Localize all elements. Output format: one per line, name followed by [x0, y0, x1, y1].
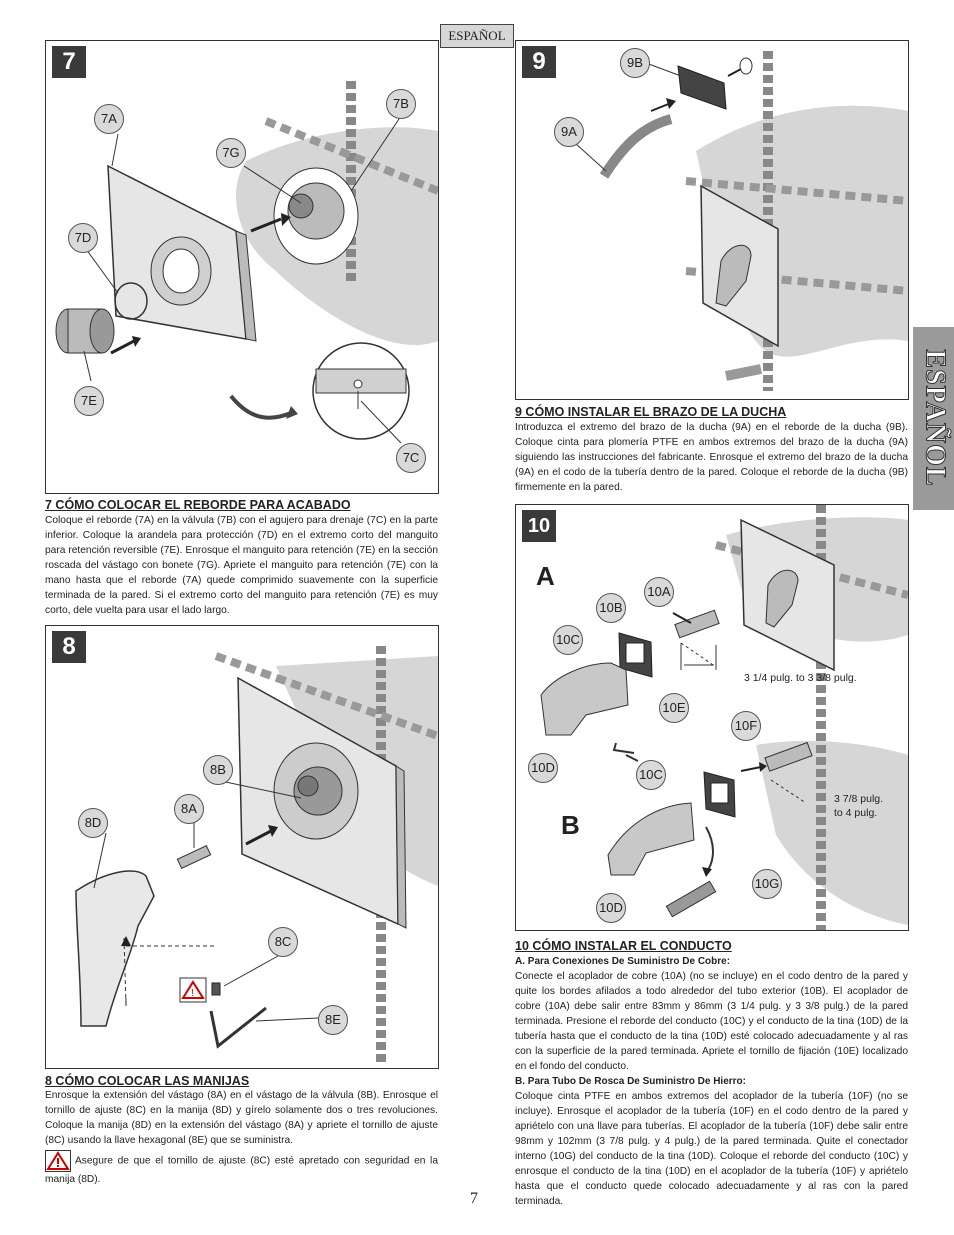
callout-8e: 8E	[318, 1005, 348, 1035]
section-b-label: B	[561, 810, 580, 840]
step10-drawing	[540, 505, 908, 930]
step10-sub-a: A. Para Conexiones De Suministro De Cobr…	[515, 956, 731, 967]
warning-icon	[45, 1150, 71, 1172]
step9-drawing	[575, 51, 908, 391]
language-tag: ESPAÑOL	[440, 24, 514, 48]
callout-7g: 7G	[216, 138, 246, 168]
callout-9a: 9A	[554, 117, 584, 147]
callout-8d: 8D	[78, 808, 108, 838]
step7-text: Coloque el reborde (7A) en la válvula (7…	[45, 515, 438, 616]
dimension-a: 3 1/4 pulg. to 3 3/8 pulg.	[744, 672, 857, 684]
step9-title: 9 CÓMO INSTALAR EL BRAZO DE LA DUCHA	[515, 405, 787, 419]
step10-sub-b: B. Para Tubo De Rosca De Suministro De H…	[515, 1076, 746, 1087]
callout-10e: 10E	[659, 693, 689, 723]
step7-title: 7 CÓMO COLOCAR EL REBORDE PARA ACABADO	[45, 498, 351, 512]
callout-10d-b: 10D	[596, 893, 626, 923]
step9-illustration: 9 9B 9A	[515, 40, 909, 400]
step10-text-b: Coloque cinta PTFE en ambos extremos del…	[515, 1091, 908, 1207]
step8-title: 8 CÓMO COLOCAR LAS MANIJAS	[45, 1074, 250, 1088]
step9-number: 9	[522, 46, 556, 78]
step10-text: A. Para Conexiones De Suministro De Cobr…	[515, 954, 908, 1209]
svg-text:!: !	[191, 988, 194, 999]
callout-10a: 10A	[644, 577, 674, 607]
section-a-label: A	[536, 561, 555, 591]
step7-drawing	[55, 81, 438, 444]
step10-text-a: Conecte el acoplador de cobre (10A) (no …	[515, 971, 908, 1072]
step8-text: Enrosque la extensión del vástago (8A) e…	[45, 1090, 438, 1146]
step10-illustration: 10 A B 10A 10B 10C 10E 10F 10D	[515, 504, 909, 931]
step10-number: 10	[522, 510, 556, 542]
dimension-b-2: to 4 pulg.	[834, 807, 878, 819]
side-tab-label: ESPAÑOL	[919, 349, 951, 487]
step8-illustration: 8 ! 8B 8A 8D 8C 8E	[45, 625, 439, 1069]
dimension-b-1: 3 7/8 pulg.	[834, 793, 884, 805]
step8-number: 8	[52, 631, 86, 663]
callout-7d: 7D	[68, 223, 98, 253]
callout-7a: 7A	[94, 104, 124, 134]
callout-10g: 10G	[752, 869, 782, 899]
callout-7b: 7B	[386, 89, 416, 119]
callout-8c: 8C	[268, 927, 298, 957]
callout-10c-a: 10C	[553, 625, 583, 655]
callout-10f: 10F	[731, 711, 761, 741]
step9-text: Introduzca el extremo del brazo de la du…	[515, 422, 908, 493]
callout-7c: 7C	[396, 443, 426, 473]
callout-8a: 8A	[174, 794, 204, 824]
callout-7e: 7E	[74, 386, 104, 416]
step7-illustration: 7	[45, 40, 439, 494]
callout-10b: 10B	[596, 593, 626, 623]
callout-8b: 8B	[203, 755, 233, 785]
step7-number: 7	[52, 46, 86, 78]
side-language-tab: ESPAÑOL	[913, 327, 954, 510]
step10-title: 10 CÓMO INSTALAR EL CONDUCTO	[515, 939, 732, 953]
step8-warning: Asegure de que el tornillo de ajuste (8C…	[45, 1150, 438, 1187]
callout-10d-a: 10D	[528, 753, 558, 783]
callout-10c-b: 10C	[636, 760, 666, 790]
warning-text: Asegure de que el tornillo de ajuste (8C…	[45, 1155, 438, 1185]
page-number: 7	[470, 1190, 478, 1207]
callout-9b: 9B	[620, 48, 650, 78]
step8-drawing: !	[75, 646, 438, 1066]
